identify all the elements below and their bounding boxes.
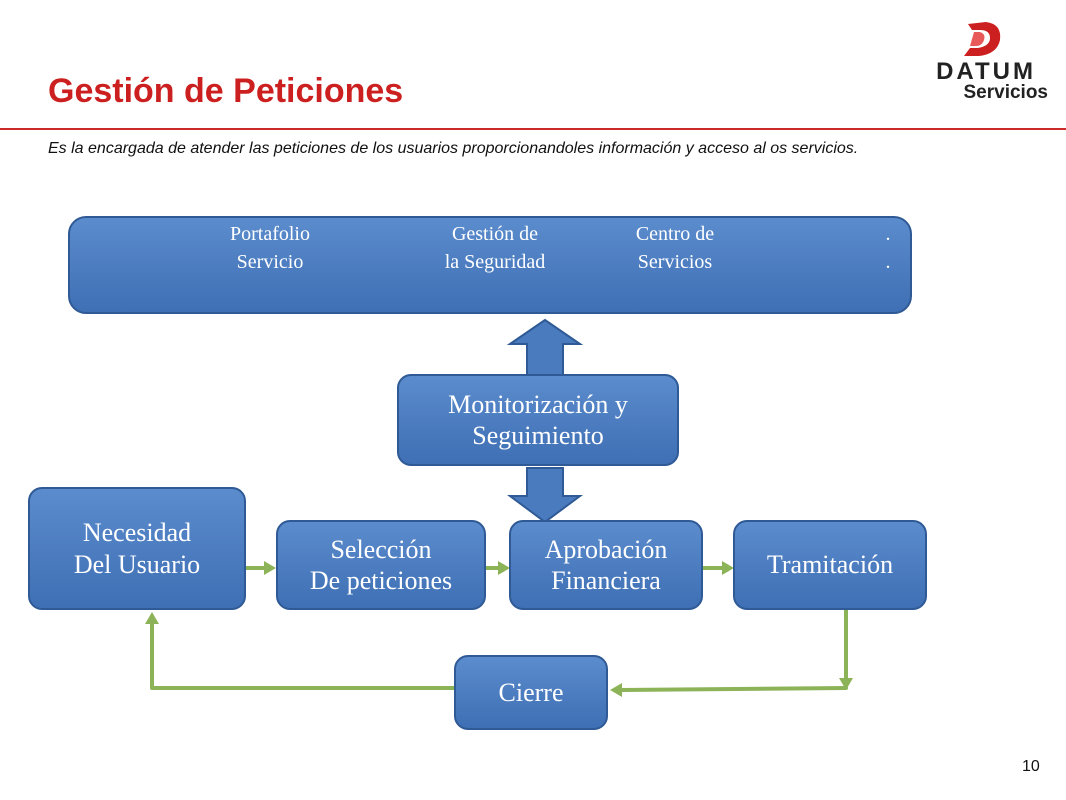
seleccion-node: Selección De peticiones — [276, 520, 486, 610]
datum-logo: DATUM Servicios — [924, 18, 1054, 110]
necesidad-label: Necesidad Del Usuario — [73, 518, 201, 579]
page-number: 10 — [1022, 758, 1040, 775]
up-arrow — [506, 318, 584, 377]
services-item-seguridad: Gestión de la Seguridad — [444, 223, 546, 273]
services-box — [68, 216, 912, 314]
page-title: Gestión de Peticiones — [48, 72, 404, 110]
aprobacion-label: Aprobación Financiera — [544, 534, 668, 595]
services-item-portafolio: Portafolio Servicio — [230, 223, 310, 273]
arrow-to-cierre — [616, 686, 848, 692]
logo-sub: Servicios — [963, 82, 1049, 103]
page-description: Es la encargada de atender las peticione… — [48, 140, 859, 157]
header-divider — [0, 128, 1066, 130]
services-item-centro: Centro de Servicios — [635, 223, 715, 273]
monitorizacion-label: Monitorización y Seguimiento — [448, 389, 628, 450]
tramitacion-node: Tramitación — [733, 520, 927, 610]
cierre-node: Cierre — [454, 655, 608, 730]
services-item-more: . . — [885, 223, 891, 273]
necesidad-node: Necesidad Del Usuario — [28, 487, 246, 610]
down-arrow — [506, 467, 584, 524]
aprobacion-node: Aprobación Financiera — [509, 520, 703, 610]
logo-name: DATUM — [936, 58, 1036, 85]
tramitacion-label: Tramitación — [766, 550, 894, 580]
datum-logo-mark — [964, 22, 1001, 56]
monitorizacion-node: Monitorización y Seguimiento — [397, 374, 679, 466]
cierre-label: Cierre — [498, 677, 564, 707]
seleccion-label: Selección De peticiones — [309, 534, 453, 595]
arrow-cierre-back — [150, 618, 456, 690]
